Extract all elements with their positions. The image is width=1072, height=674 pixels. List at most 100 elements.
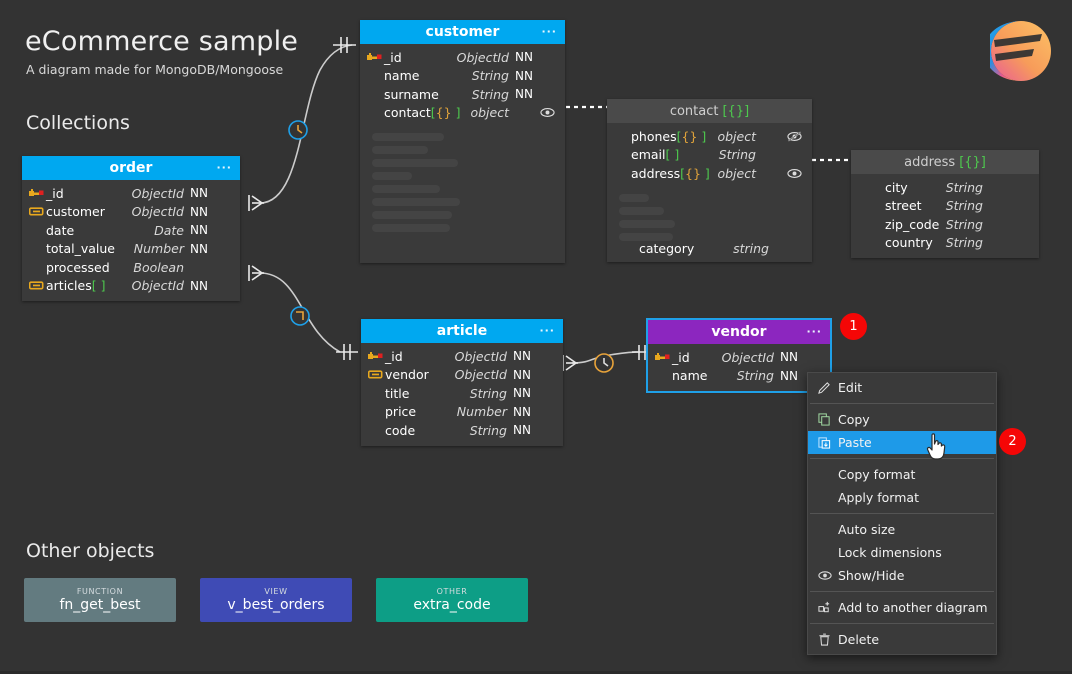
field-name: name <box>384 68 420 84</box>
paste-icon <box>818 436 838 449</box>
row-leading-icon <box>26 280 46 291</box>
context-menu-item-auto-size[interactable]: Auto size <box>808 518 996 541</box>
eye-hidden-icon[interactable] <box>786 131 802 142</box>
entity-field-row[interactable]: address[{} ] object <box>607 164 812 183</box>
entity-field-row[interactable]: phones[{} ]object <box>607 127 812 146</box>
entity-contact-footer-row[interactable]: category string <box>615 240 805 259</box>
field-visibility-toggle[interactable] <box>784 131 804 142</box>
field-name: zip_code <box>885 216 940 232</box>
context-menu-item-add-to-another-diagram[interactable]: Add to another diagram <box>808 596 996 619</box>
entity-field-row[interactable]: processed Boolean <box>22 258 240 277</box>
field-nn: NN <box>190 241 208 256</box>
primary-key-icon <box>367 351 382 359</box>
field-type: String <box>945 235 983 251</box>
object-name: fn_get_best <box>59 597 141 613</box>
context-menu-item-paste[interactable]: Paste <box>808 431 996 454</box>
menu-separator <box>810 591 994 592</box>
entity-article-menu-icon[interactable]: ··· <box>539 324 555 337</box>
field-type: object <box>470 105 509 121</box>
entity-order-menu-icon[interactable]: ··· <box>216 161 232 174</box>
skeleton-bar <box>372 159 458 167</box>
object-kind: FUNCTION <box>76 587 124 596</box>
row-leading-icon <box>26 206 46 217</box>
field-type: ObjectId <box>131 278 184 294</box>
entity-field-row[interactable]: email[ ]String <box>607 146 812 165</box>
field-visibility-toggle[interactable] <box>537 107 557 118</box>
skeleton-bar <box>372 133 444 141</box>
entity-customer-menu-icon[interactable]: ··· <box>541 25 557 38</box>
menu-item-label: Copy format <box>838 467 916 482</box>
context-menu-item-apply-format[interactable]: Apply format <box>808 486 996 509</box>
entity-contact[interactable]: contact [{}] phones[{} ]object email[ ]S… <box>607 99 812 262</box>
entity-customer-header[interactable]: customer ··· <box>360 20 565 44</box>
eye-icon[interactable] <box>786 168 802 179</box>
field-nn: NN <box>515 50 533 65</box>
context-menu-item-copy[interactable]: Copy <box>808 408 996 431</box>
row-leading-icon <box>365 351 385 362</box>
entity-address-header[interactable]: address [{}] <box>851 150 1039 174</box>
context-menu-item-show-hide[interactable]: Show/Hide <box>808 564 996 587</box>
context-menu-item-lock-dimensions[interactable]: Lock dimensions <box>808 541 996 564</box>
field-nn: NN <box>513 349 531 364</box>
entity-field-row[interactable]: country String <box>861 234 1039 253</box>
skeleton-bar <box>372 224 450 232</box>
field-nn: NN <box>513 386 531 401</box>
context-menu-item-copy-format[interactable]: Copy format <box>808 463 996 486</box>
field-name: _id <box>384 49 402 65</box>
field-type: Boolean <box>133 259 184 275</box>
menu-separator <box>810 513 994 514</box>
foreign-key-icon <box>367 370 382 379</box>
skeleton-bar <box>372 172 412 180</box>
entity-contact-header[interactable]: contact [{}] <box>607 99 812 123</box>
row-leading-icon <box>652 352 672 363</box>
row-leading-icon <box>365 369 385 380</box>
context-menu-item-edit[interactable]: Edit <box>808 376 996 399</box>
entity-article-header[interactable]: article ··· <box>361 319 563 343</box>
entity-vendor-header[interactable]: vendor ··· <box>648 320 830 344</box>
entity-field-row[interactable]: contact[{} ]object <box>360 104 565 123</box>
field-name: processed <box>46 259 110 275</box>
entity-order-header[interactable]: order ··· <box>22 156 240 180</box>
field-name: country <box>885 235 933 251</box>
field-name: address[{} ] <box>631 165 710 181</box>
field-name: articles[ ] <box>46 278 106 294</box>
entity-vendor-menu-icon[interactable]: ··· <box>806 325 822 338</box>
field-name: _id <box>385 348 403 364</box>
context-menu-item-delete[interactable]: Delete <box>808 628 996 651</box>
trash-icon <box>818 633 838 646</box>
field-visibility-toggle[interactable] <box>784 168 804 179</box>
entity-contact-skeleton <box>607 193 812 241</box>
menu-item-label: Add to another diagram <box>838 600 988 615</box>
eye-icon[interactable] <box>539 107 555 118</box>
field-type: object <box>717 165 756 181</box>
